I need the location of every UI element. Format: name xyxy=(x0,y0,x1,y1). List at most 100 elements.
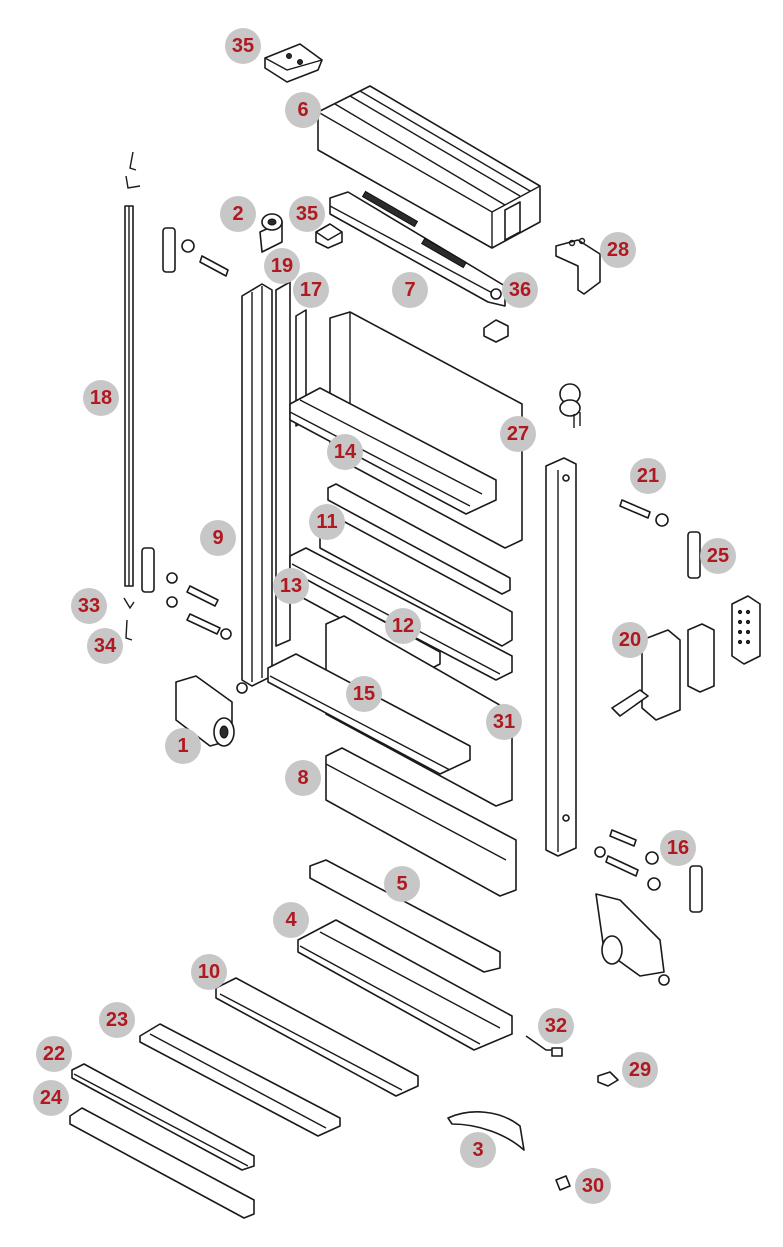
svg-text:16: 16 xyxy=(667,837,689,859)
svg-text:22: 22 xyxy=(43,1043,65,1065)
right-top-roller xyxy=(559,383,581,428)
svg-text:10: 10 xyxy=(198,961,220,983)
callout-35-top: 35 xyxy=(225,28,261,64)
callout-27: 27 xyxy=(500,416,536,452)
callout-18: 18 xyxy=(83,380,119,416)
svg-text:9: 9 xyxy=(212,527,223,549)
part-8-bottom-rail xyxy=(325,747,517,897)
part-21-screws xyxy=(619,499,669,527)
svg-text:20: 20 xyxy=(619,629,641,651)
callout-32: 32 xyxy=(538,1008,574,1044)
callout-4: 4 xyxy=(273,902,309,938)
svg-text:6: 6 xyxy=(297,99,308,121)
svg-text:7: 7 xyxy=(404,279,415,301)
svg-text:17: 17 xyxy=(300,279,322,301)
callout-9: 9 xyxy=(200,520,236,556)
callout-17: 17 xyxy=(293,272,329,308)
svg-text:33: 33 xyxy=(78,595,100,617)
callout-11: 11 xyxy=(309,504,345,540)
part-22-profile xyxy=(71,1063,255,1171)
part-25-pad xyxy=(687,531,701,579)
svg-text:3: 3 xyxy=(472,1139,483,1161)
callout-2: 2 xyxy=(220,196,256,232)
part-18-rod xyxy=(123,151,141,641)
callout-29: 29 xyxy=(622,1052,658,1088)
callout-31: 31 xyxy=(486,704,522,740)
part-23-track xyxy=(139,1023,341,1137)
callout-28: 28 xyxy=(600,232,636,268)
svg-text:28: 28 xyxy=(607,239,629,261)
part-11-profile xyxy=(327,483,511,595)
callout-7: 7 xyxy=(392,272,428,308)
svg-text:18: 18 xyxy=(90,387,112,409)
svg-text:11: 11 xyxy=(316,511,337,533)
callout-8: 8 xyxy=(285,760,321,796)
part-20-handle xyxy=(611,595,761,721)
svg-text:13: 13 xyxy=(280,575,302,597)
part-5-profile xyxy=(309,859,501,973)
part-14-profiles xyxy=(289,387,497,515)
svg-text:29: 29 xyxy=(629,1059,651,1081)
part-32 xyxy=(525,1035,563,1057)
part-9-left-profile xyxy=(241,281,291,687)
callout-25: 25 xyxy=(700,538,736,574)
part-7-top-carriage xyxy=(329,190,506,307)
callout-13: 13 xyxy=(273,568,309,604)
part-2-top-roller xyxy=(259,213,283,253)
right-profile xyxy=(545,457,577,857)
callout-20: 20 xyxy=(612,622,648,658)
callout-15: 15 xyxy=(346,676,382,712)
part-29-clip xyxy=(597,1071,619,1087)
svg-text:12: 12 xyxy=(392,615,414,637)
callout-30: 30 xyxy=(575,1168,611,1204)
callout-1: 1 xyxy=(165,728,201,764)
left-pads-screws xyxy=(141,227,232,640)
callout-10: 10 xyxy=(191,954,227,990)
svg-text:23: 23 xyxy=(106,1009,128,1031)
svg-text:4: 4 xyxy=(285,909,297,931)
svg-text:30: 30 xyxy=(582,1175,604,1197)
svg-text:35: 35 xyxy=(296,203,318,225)
right-bottom-roller xyxy=(595,893,670,986)
callout-21: 21 xyxy=(630,458,666,494)
svg-text:5: 5 xyxy=(396,873,407,895)
callout-33: 33 xyxy=(71,588,107,624)
part-30-clip xyxy=(555,1175,571,1191)
svg-text:27: 27 xyxy=(507,423,529,445)
part-15-profiles xyxy=(267,653,471,775)
svg-text:35: 35 xyxy=(232,35,254,57)
svg-text:1: 1 xyxy=(177,735,188,757)
svg-text:25: 25 xyxy=(707,545,729,567)
part-1-bottom-roller xyxy=(175,675,248,747)
callout-34: 34 xyxy=(87,628,123,664)
callout-19: 19 xyxy=(264,248,300,284)
callout-5: 5 xyxy=(384,866,420,902)
callout-6: 6 xyxy=(285,92,321,128)
part-10-track xyxy=(215,977,419,1097)
svg-text:2: 2 xyxy=(232,203,243,225)
part-3-curve xyxy=(447,1111,525,1151)
svg-text:31: 31 xyxy=(493,711,515,733)
callout-22: 22 xyxy=(36,1036,72,1072)
callout-3: 3 xyxy=(460,1132,496,1168)
part-36-clip xyxy=(483,319,509,343)
callout-16: 16 xyxy=(660,830,696,866)
svg-text:15: 15 xyxy=(353,683,375,705)
svg-text:32: 32 xyxy=(545,1015,567,1037)
svg-text:34: 34 xyxy=(94,635,117,657)
svg-text:36: 36 xyxy=(509,279,531,301)
part-24-profile xyxy=(69,1107,255,1219)
callout-23: 23 xyxy=(99,1002,135,1038)
callout-14: 14 xyxy=(327,434,363,470)
callout-36: 36 xyxy=(502,272,538,308)
svg-text:24: 24 xyxy=(40,1087,63,1109)
svg-text:19: 19 xyxy=(271,255,293,277)
part-6-top-track xyxy=(317,85,541,249)
callout-24: 24 xyxy=(33,1080,69,1116)
part-4-bottom-track xyxy=(297,919,513,1051)
part-35-top-clip xyxy=(264,43,323,83)
svg-text:14: 14 xyxy=(334,441,357,463)
svg-text:21: 21 xyxy=(637,465,659,487)
part-28-bracket xyxy=(555,237,601,295)
